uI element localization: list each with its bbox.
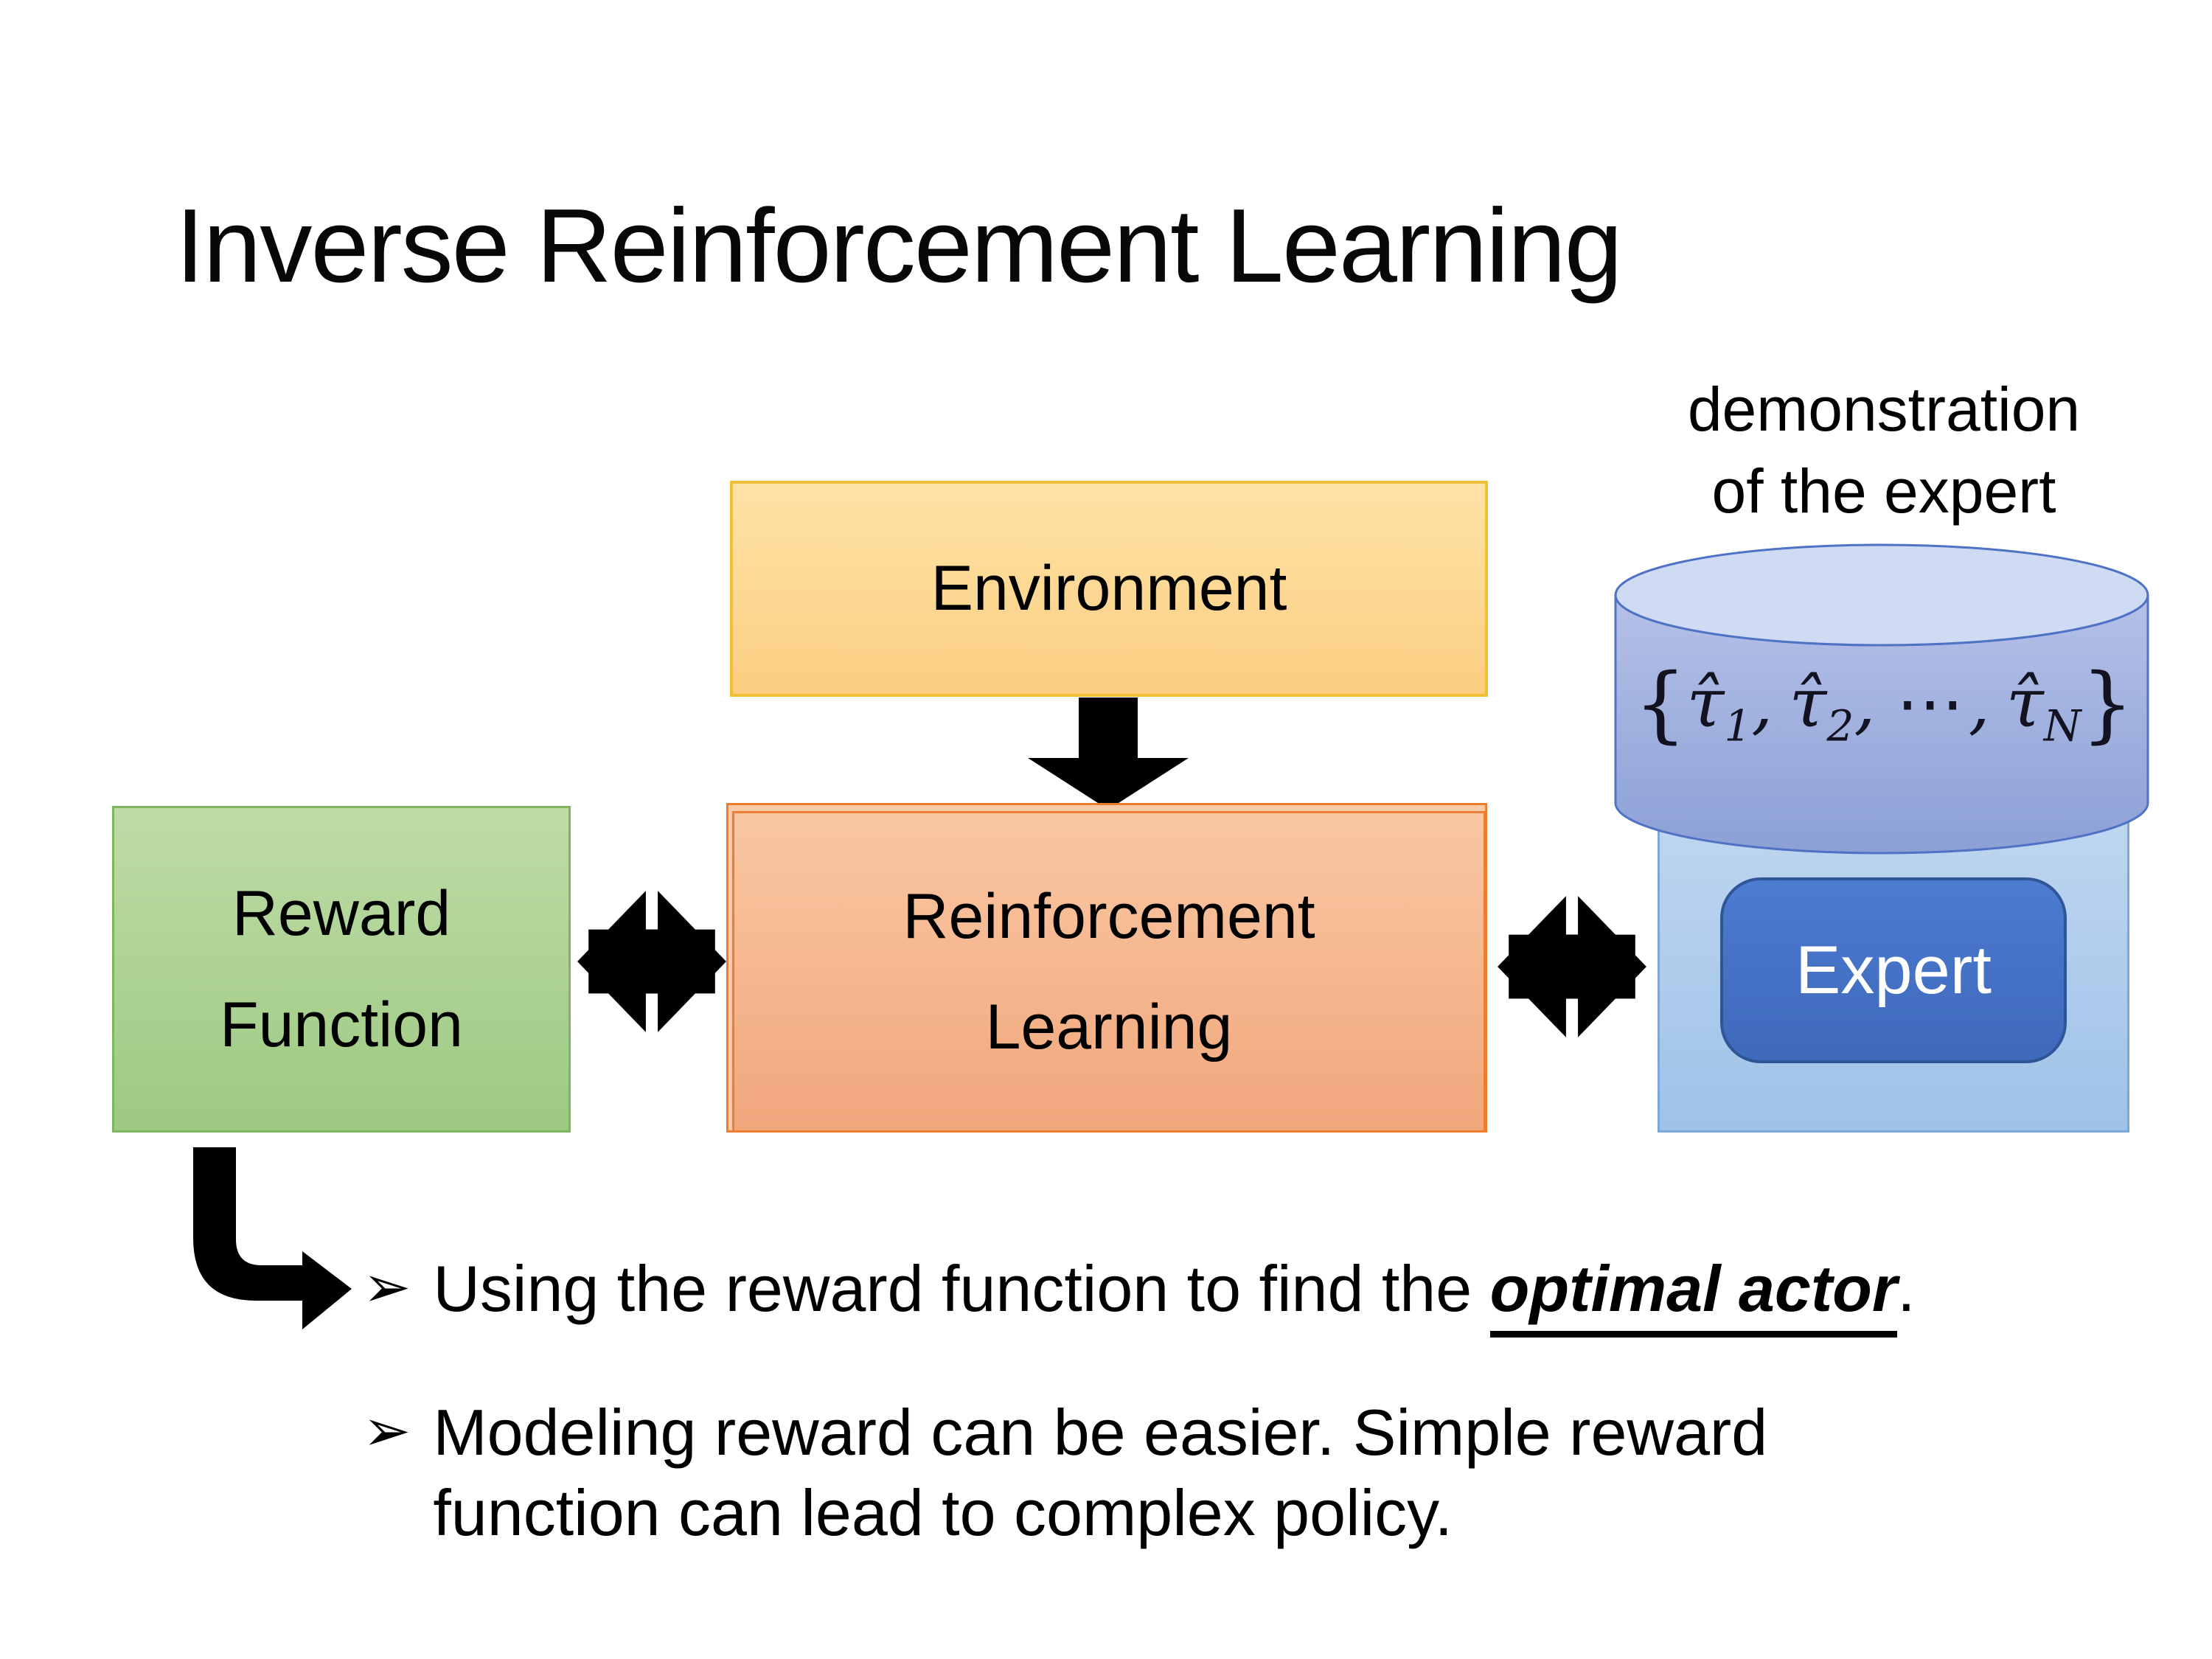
reinforcement-learning-label-line: Learning bbox=[985, 992, 1233, 1062]
reinforcement-learning-label-line: Reinforcement bbox=[902, 880, 1315, 952]
formula-tau: τ̂ bbox=[1686, 664, 1725, 742]
trajectory-set-formula: {τ̂1,τ̂2,⋯,τ̂N} bbox=[1622, 656, 2146, 752]
formula-separator: , bbox=[1968, 664, 1990, 742]
double-arrow-icon bbox=[577, 891, 726, 1032]
formula-tau: τ̂ bbox=[2006, 664, 2044, 742]
bullet-item: ➢ Modeling reward can be easier. Simple … bbox=[363, 1392, 1767, 1553]
formula-separator: , bbox=[1854, 664, 1876, 742]
demonstration-caption-line: of the expert bbox=[1711, 456, 2056, 526]
formula-subscript: 1 bbox=[1724, 700, 1752, 751]
bullet-text-line: Modeling reward can be easier. Simple re… bbox=[433, 1396, 1768, 1469]
formula-dots: ⋯ bbox=[1896, 664, 1964, 742]
formula-close-brace: } bbox=[2081, 656, 2134, 752]
formula-tau: τ̂ bbox=[1789, 664, 1827, 742]
bullet-item: ➢ Using the reward function to find the … bbox=[363, 1248, 1916, 1338]
down-arrow-icon bbox=[1028, 698, 1189, 810]
reward-function-label-line: Function bbox=[220, 989, 463, 1060]
bent-arrow-icon bbox=[193, 1147, 352, 1329]
reinforcement-learning-box: Reinforcement Learning bbox=[732, 811, 1486, 1133]
bullet-text-emphasis: optimal actor bbox=[1489, 1252, 1898, 1338]
demonstration-caption: demonstration of the expert bbox=[1615, 369, 2153, 532]
page-title: Inverse Reinforcement Learning bbox=[175, 187, 1623, 305]
database-cylinder-icon bbox=[1614, 543, 2149, 855]
demonstration-caption-line: demonstration bbox=[1687, 375, 2081, 444]
environment-label: Environment bbox=[931, 553, 1287, 624]
bullet-text-suffix: . bbox=[1897, 1252, 1916, 1325]
environment-box: Environment bbox=[730, 481, 1488, 697]
bullet-arrowhead-icon: ➢ bbox=[363, 1254, 411, 1321]
formula-open-brace: { bbox=[1634, 656, 1687, 752]
bullet-text-prefix: Using the reward function to find the bbox=[433, 1252, 1490, 1325]
reward-function-label-line: Reward bbox=[232, 878, 451, 949]
bullet-text: Using the reward function to find the op… bbox=[433, 1248, 1916, 1338]
formula-subscript: 2 bbox=[1826, 700, 1854, 751]
reward-function-box: Reward Function bbox=[112, 806, 571, 1133]
expert-label: Expert bbox=[1795, 932, 1992, 1008]
bullet-text: Modeling reward can be easier. Simple re… bbox=[433, 1392, 1767, 1553]
bullet-text-line: function can lead to complex policy. bbox=[433, 1476, 1453, 1550]
bullet-arrowhead-icon: ➢ bbox=[363, 1398, 411, 1464]
expert-box: Expert bbox=[1720, 877, 2067, 1063]
double-arrow-icon bbox=[1498, 896, 1646, 1037]
formula-subscript: N bbox=[2043, 700, 2081, 751]
formula-separator: , bbox=[1751, 664, 1773, 742]
